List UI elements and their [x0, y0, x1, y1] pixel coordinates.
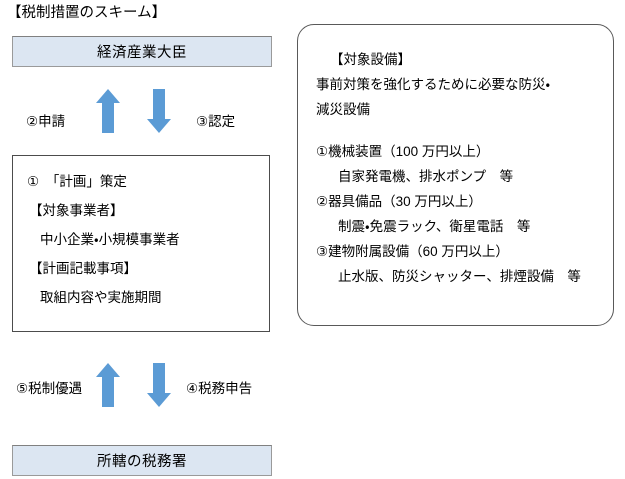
arrow-label-approve: ③認定: [196, 114, 236, 129]
arrow-label-tax-filing: ④税務申告: [186, 381, 253, 396]
arrow-down-tax-filing: [146, 362, 172, 408]
equipment-description-line-1: 事前対策を強化するために必要な防災・: [316, 77, 551, 92]
panel-target-equipment: 【対象設備】 事前対策を強化するために必要な防災・ 減災設備 ①機械装置（100…: [297, 24, 614, 326]
box-tax-office-label: 所轄の税務署: [97, 454, 187, 470]
equipment-heading: 【対象設備】: [330, 52, 411, 67]
plan-line-2: 【対象事業者】: [29, 203, 124, 218]
arrow-down-approve: [146, 88, 172, 134]
plan-line-4: 【計画記載事項】: [29, 261, 137, 276]
arrow-up-tax-benefit: [95, 362, 121, 408]
box-tax-office: 所轄の税務署: [12, 445, 272, 476]
plan-line-5: 取組内容や実施期間: [40, 290, 162, 305]
equipment-item-1-examples: 自家発電機、排水ポンプ 等: [338, 169, 514, 184]
equipment-item-2-examples: 制震・免震ラック、衛星電話 等: [338, 219, 531, 234]
equipment-item-3-title: ③建物附属設備（60 万円以上）: [316, 244, 509, 259]
plan-line-1: ① 「計画」策定: [27, 174, 127, 189]
box-ministry-of-economy: 経済産業大臣: [12, 36, 272, 67]
equipment-item-3-examples: 止水版、防災シャッター、排煙設備 等: [338, 269, 581, 284]
equipment-spacer: [316, 122, 603, 139]
plan-line-3: 中小企業・小規模事業者: [40, 232, 180, 247]
equipment-item-2-title: ②器具備品（30 万円以上）: [316, 194, 482, 209]
arrow-up-apply: [95, 88, 121, 134]
arrow-label-tax-benefit: ⑤税制優遇: [16, 381, 83, 396]
page-title: 【税制措置のスキーム】: [7, 5, 167, 21]
box-plan-formulation: ① 「計画」策定 【対象事業者】 中小企業・小規模事業者 【計画記載事項】 取組…: [12, 155, 270, 332]
box-ministry-label: 経済産業大臣: [97, 45, 187, 61]
equipment-description-line-2: 減災設備: [316, 102, 370, 117]
equipment-item-1-title: ①機械装置（100 万円以上）: [316, 144, 490, 159]
arrow-label-apply: ②申請: [26, 114, 66, 129]
